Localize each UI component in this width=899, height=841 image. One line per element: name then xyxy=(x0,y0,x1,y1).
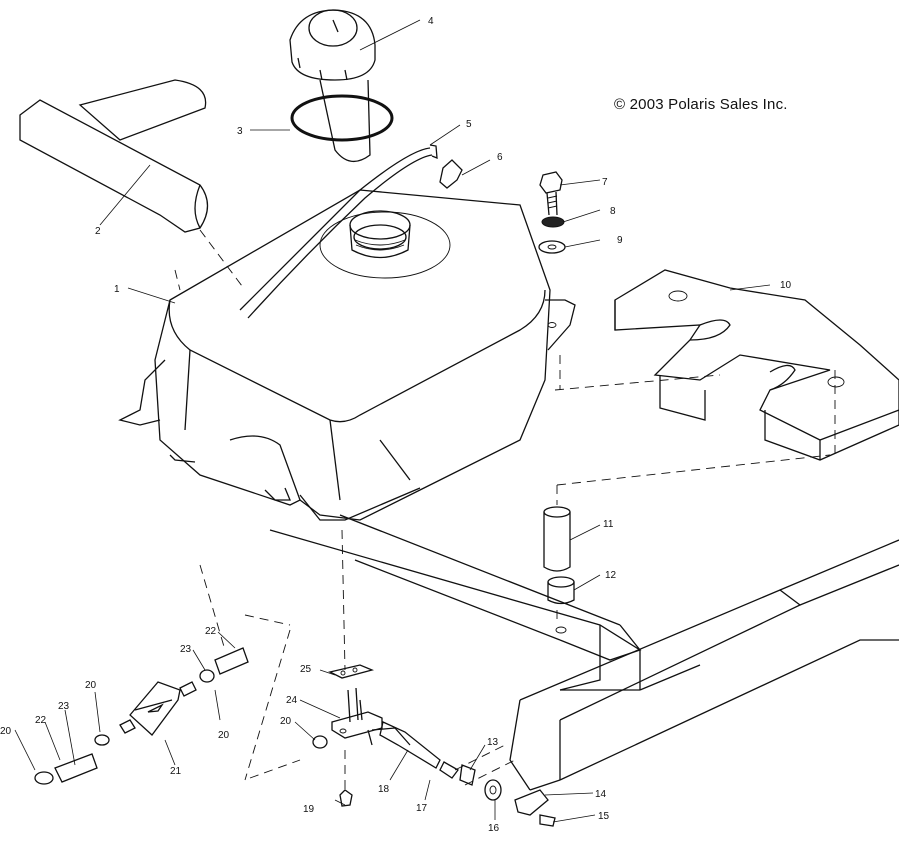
callout-14: 14 xyxy=(595,789,607,800)
fuel-filter-line xyxy=(34,647,328,785)
callout-19: 19 xyxy=(303,804,315,815)
bolt-washers xyxy=(538,171,566,254)
callout-5: 5 xyxy=(466,119,472,130)
callout-6: 6 xyxy=(497,152,503,163)
callout-23-lower: 23 xyxy=(58,701,70,712)
callout-25: 25 xyxy=(300,664,312,675)
fuel-tank xyxy=(118,144,576,521)
assembly-lines xyxy=(174,229,836,790)
callout-20-filter-left: 20 xyxy=(85,680,97,691)
callout-1: 1 xyxy=(114,284,120,295)
frame-rails xyxy=(269,514,899,791)
callout-22-lower: 22 xyxy=(35,715,47,726)
callout-9: 9 xyxy=(617,235,623,246)
mounting-bracket xyxy=(614,269,899,461)
callout-10: 10 xyxy=(780,280,792,291)
callout-16: 16 xyxy=(488,823,500,834)
leader-lines xyxy=(14,19,771,823)
vent-fitting xyxy=(439,159,463,189)
callout-8: 8 xyxy=(610,206,616,217)
callout-7: 7 xyxy=(602,177,608,188)
callout-17: 17 xyxy=(416,803,428,814)
callout-23-upper: 23 xyxy=(180,644,192,655)
callout-12: 12 xyxy=(605,570,617,581)
callout-4: 4 xyxy=(428,16,434,27)
callout-11: 11 xyxy=(603,519,614,530)
callout-20-line-end: 20 xyxy=(0,726,12,737)
callout-labels: 1 2 3 4 5 6 7 8 9 10 11 12 13 14 15 16 1… xyxy=(0,16,792,834)
callout-18: 18 xyxy=(378,784,390,795)
callout-2: 2 xyxy=(95,226,101,237)
foam-pad xyxy=(19,79,209,233)
callout-21: 21 xyxy=(170,766,182,777)
fuel-valve-assembly xyxy=(328,664,556,827)
spacer-bushing xyxy=(543,506,575,605)
callout-22-upper: 22 xyxy=(205,626,217,637)
callout-13: 13 xyxy=(487,737,499,748)
o-ring xyxy=(290,94,394,142)
callout-24: 24 xyxy=(286,695,298,706)
callout-3: 3 xyxy=(237,126,243,137)
copyright-notice: © 2003 Polaris Sales Inc. xyxy=(614,96,788,113)
callout-20-filter-right: 20 xyxy=(218,730,230,741)
callout-15: 15 xyxy=(598,811,610,822)
fuel-cap xyxy=(289,9,376,162)
callout-20-valve: 20 xyxy=(280,716,292,727)
